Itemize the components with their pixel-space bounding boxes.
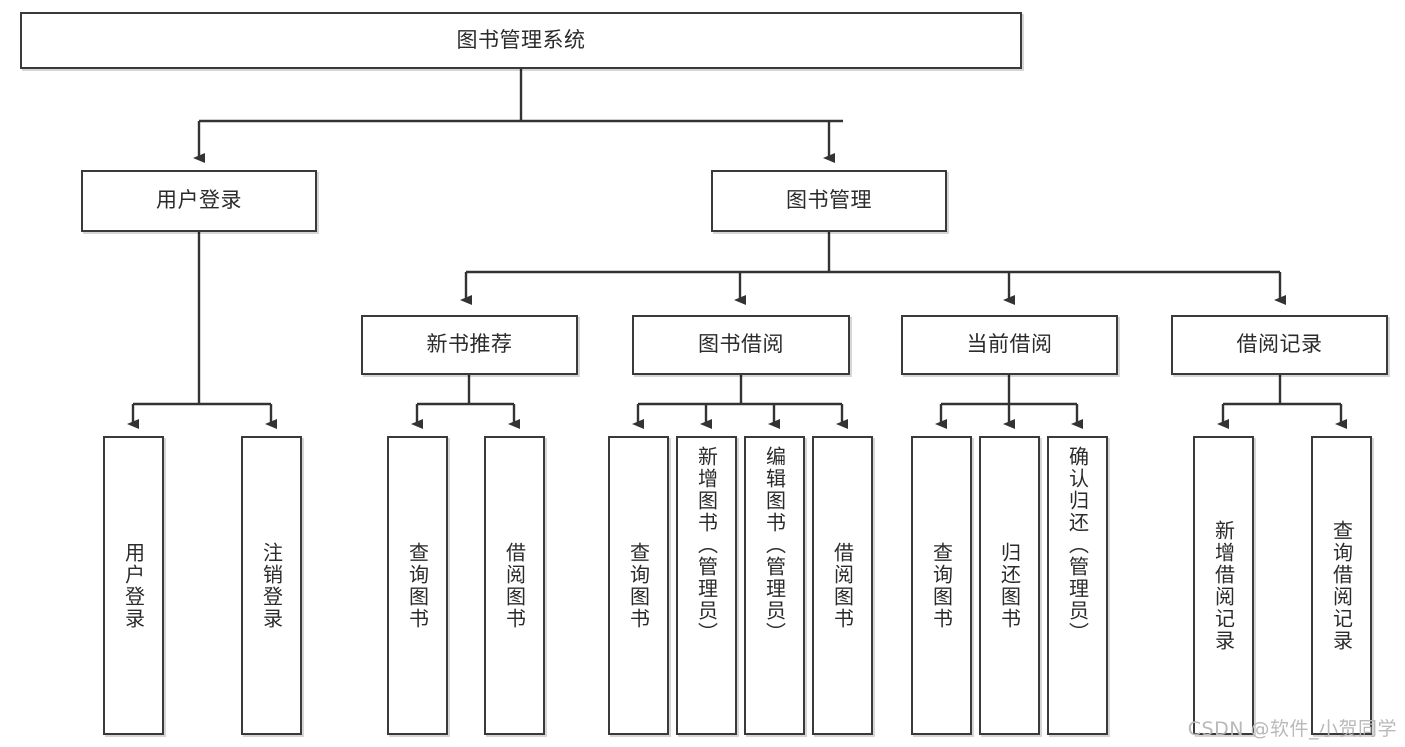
node-leaf-confirm-return-label: 确认归还（管理员） xyxy=(1065,446,1090,644)
node-book-borrow-label: 图书借阅 xyxy=(698,332,784,357)
node-leaf-confirm-return[interactable]: 确认归还（管理员） xyxy=(1047,436,1108,735)
node-leaf-user-login[interactable]: 用户登录 xyxy=(103,436,164,735)
node-leaf-logout[interactable]: 注销登录 xyxy=(241,436,302,735)
node-leaf-query-book-2[interactable]: 查询图书 xyxy=(608,436,669,735)
node-leaf-borrow-book-2-label: 借阅图书 xyxy=(830,541,855,630)
node-leaf-edit-book-label: 编辑图书（管理员） xyxy=(762,446,787,644)
node-leaf-query-book-2-label: 查询图书 xyxy=(626,541,651,630)
node-leaf-add-book[interactable]: 新增图书（管理员） xyxy=(676,436,737,735)
node-root-label: 图书管理系统 xyxy=(456,27,586,52)
node-book-manage[interactable]: 图书管理 xyxy=(711,170,947,232)
node-leaf-edit-book[interactable]: 编辑图书（管理员） xyxy=(744,436,805,735)
node-borrow-record[interactable]: 借阅记录 xyxy=(1171,315,1388,375)
node-leaf-query-book-3[interactable]: 查询图书 xyxy=(911,436,972,735)
node-root[interactable]: 图书管理系统 xyxy=(20,12,1022,69)
node-leaf-add-record-label: 新增借阅记录 xyxy=(1211,519,1236,652)
node-leaf-user-login-label: 用户登录 xyxy=(121,541,146,630)
node-current-borrow-label: 当前借阅 xyxy=(966,332,1053,357)
node-leaf-borrow-book-2[interactable]: 借阅图书 xyxy=(812,436,873,735)
node-book-borrow[interactable]: 图书借阅 xyxy=(632,315,850,375)
node-current-borrow[interactable]: 当前借阅 xyxy=(901,315,1118,375)
node-leaf-query-book-3-label: 查询图书 xyxy=(929,541,954,630)
node-leaf-logout-label: 注销登录 xyxy=(259,541,284,630)
node-leaf-borrow-book-1-label: 借阅图书 xyxy=(502,541,527,630)
node-leaf-borrow-book-1[interactable]: 借阅图书 xyxy=(484,436,545,735)
node-leaf-add-book-label: 新增图书（管理员） xyxy=(694,446,719,644)
node-leaf-add-record[interactable]: 新增借阅记录 xyxy=(1193,436,1254,735)
node-user-login-label: 用户登录 xyxy=(156,188,242,213)
node-borrow-record-label: 借阅记录 xyxy=(1236,332,1323,357)
node-leaf-query-book-1-label: 查询图书 xyxy=(405,541,430,630)
node-leaf-query-record[interactable]: 查询借阅记录 xyxy=(1311,436,1372,735)
node-book-manage-label: 图书管理 xyxy=(786,188,872,213)
watermark-text: CSDN @软件_小贺同学 xyxy=(1187,718,1397,740)
node-leaf-query-record-label: 查询借阅记录 xyxy=(1329,519,1354,652)
node-new-book-recommend-label: 新书推荐 xyxy=(426,332,513,357)
node-leaf-query-book-1[interactable]: 查询图书 xyxy=(387,436,448,735)
node-new-book-recommend[interactable]: 新书推荐 xyxy=(361,315,578,375)
node-leaf-return-book-label: 归还图书 xyxy=(997,541,1022,630)
node-user-login[interactable]: 用户登录 xyxy=(81,170,317,232)
node-leaf-return-book[interactable]: 归还图书 xyxy=(979,436,1040,735)
